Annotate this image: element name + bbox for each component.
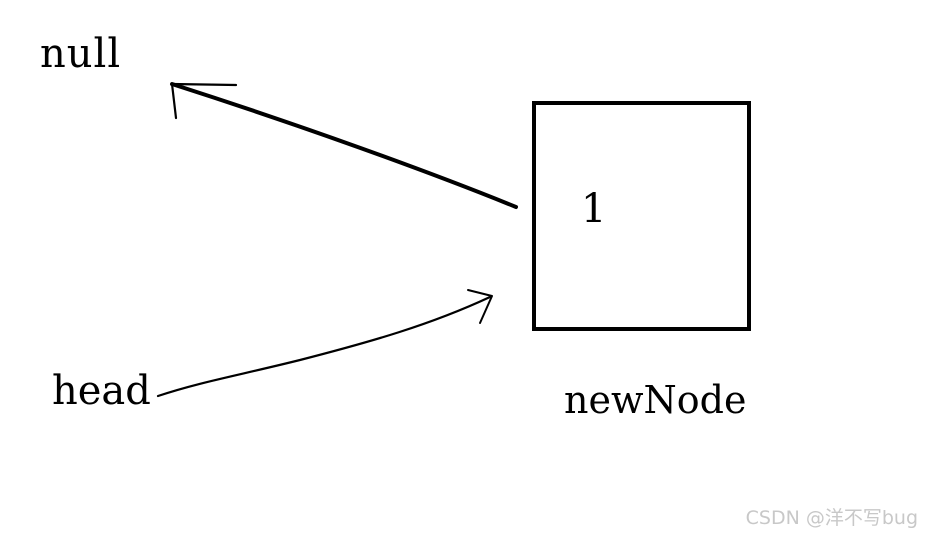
node-box — [532, 101, 751, 331]
head-label: head — [52, 368, 151, 414]
node-label: newNode — [564, 378, 747, 422]
next-pointer-arrowhead — [170, 82, 238, 120]
node-value: 1 — [581, 186, 607, 232]
next-pointer-arrow — [170, 82, 518, 209]
watermark-text: CSDN @洋不写bug — [745, 507, 918, 529]
head-pointer-arrowhead — [467, 289, 493, 324]
null-label: null — [40, 31, 122, 77]
head-pointer-arrow — [156, 295, 492, 398]
